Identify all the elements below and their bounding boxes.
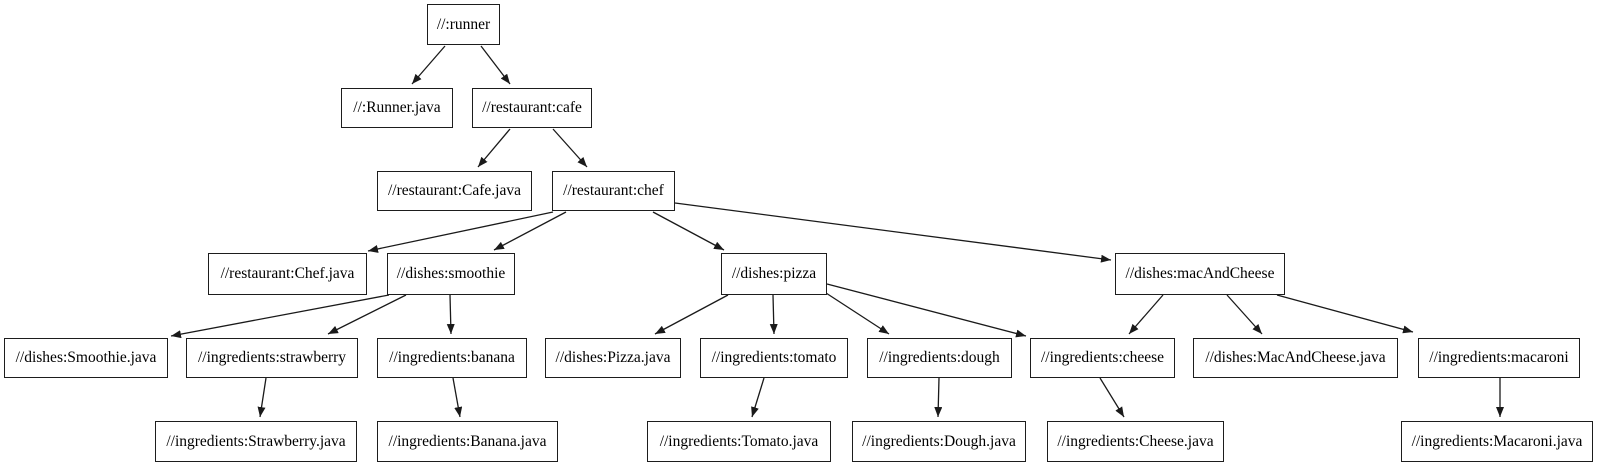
node-dough: //ingredients:dough — [867, 338, 1012, 378]
edge-chef-to-mac-and-cheese — [674, 202, 1112, 263]
edge-pizza-to-dough — [825, 292, 890, 335]
edge-smoothie-to-smoothie-java — [170, 294, 390, 339]
edge-chef-to-pizza — [652, 211, 725, 251]
edge-cafe-to-chef — [552, 128, 588, 168]
node-pizza: //dishes:pizza — [721, 253, 827, 295]
node-mac-and-cheese: //dishes:macAndCheese — [1115, 253, 1285, 295]
edge-runner-to-runner-java — [411, 45, 446, 85]
edge-mac-and-cheese-to-cheese — [1128, 294, 1164, 335]
edge-chef-to-smoothie — [493, 211, 567, 251]
edge-banana-to-banana-java — [452, 377, 463, 418]
node-cheese: //ingredients:cheese — [1030, 338, 1175, 378]
node-strawberry: //ingredients:strawberry — [186, 338, 358, 378]
node-strawberry-java: //ingredients:Strawberry.java — [155, 421, 357, 462]
node-cafe-java: //restaurant:Cafe.java — [377, 171, 532, 211]
node-cafe: //restaurant:cafe — [472, 88, 592, 128]
node-smoothie: //dishes:smoothie — [387, 253, 515, 295]
edge-pizza-to-tomato — [769, 294, 778, 335]
node-cheese-java: //ingredients:Cheese.java — [1047, 421, 1224, 462]
edge-dough-to-dough-java — [934, 377, 943, 418]
edge-mac-and-cheese-to-macaroni — [1276, 294, 1414, 334]
edge-pizza-to-pizza-java — [654, 294, 729, 335]
edge-smoothie-to-strawberry — [327, 294, 407, 335]
node-pizza-java: //dishes:Pizza.java — [545, 338, 681, 378]
edge-mac-and-cheese-to-mac-and-cheese-java — [1226, 294, 1263, 335]
node-runner: //:runner — [427, 4, 500, 45]
edge-cheese-to-cheese-java — [1099, 377, 1125, 418]
edge-runner-to-cafe — [480, 45, 511, 85]
node-macaroni-java: //ingredients:Macaroni.java — [1401, 421, 1593, 462]
edge-pizza-to-cheese — [826, 283, 1027, 338]
edge-tomato-to-tomato-java — [751, 377, 765, 418]
node-tomato: //ingredients:tomato — [700, 338, 848, 378]
edge-strawberry-to-strawberry-java — [257, 377, 267, 418]
node-smoothie-java: //dishes:Smoothie.java — [4, 338, 168, 378]
node-chef-java: //restaurant:Chef.java — [208, 253, 367, 295]
edge-smoothie-to-banana — [446, 294, 455, 335]
node-tomato-java: //ingredients:Tomato.java — [647, 421, 831, 462]
edge-chef-to-chef-java — [367, 211, 554, 253]
node-runner-java: //:Runner.java — [341, 88, 453, 128]
node-banana-java: //ingredients:Banana.java — [377, 421, 558, 462]
node-macaroni: //ingredients:macaroni — [1418, 338, 1580, 378]
node-chef: //restaurant:chef — [552, 171, 675, 211]
node-banana: //ingredients:banana — [377, 338, 527, 378]
node-dough-java: //ingredients:Dough.java — [852, 421, 1026, 462]
node-mac-and-cheese-java: //dishes:MacAndCheese.java — [1193, 338, 1398, 378]
edge-cafe-to-cafe-java — [477, 128, 511, 168]
